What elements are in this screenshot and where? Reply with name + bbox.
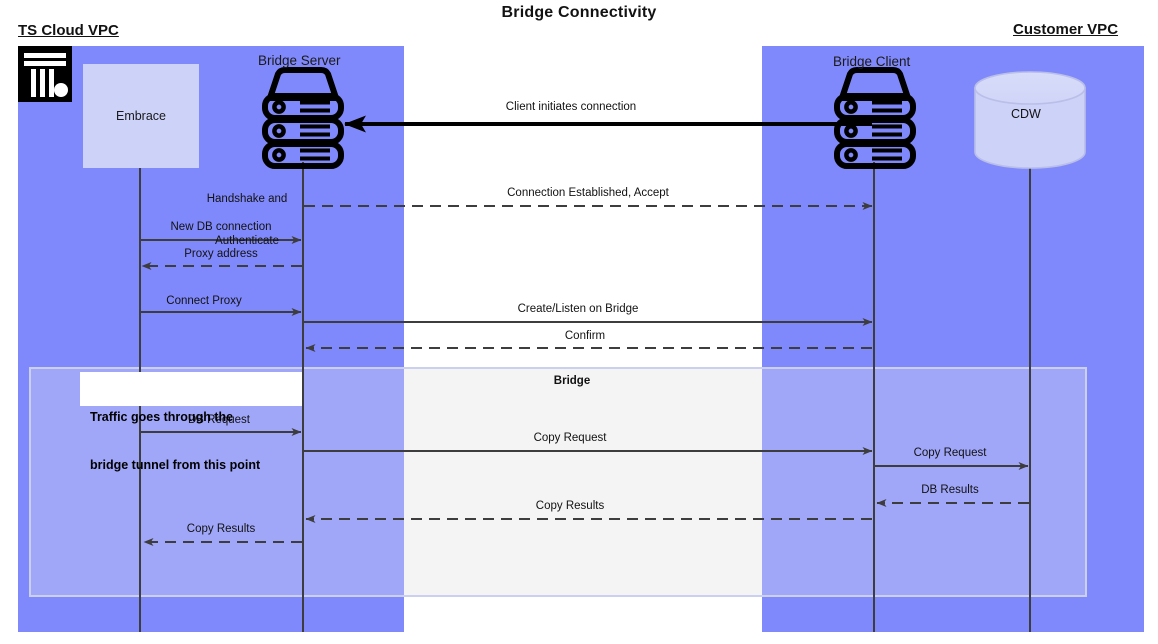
actor-bridge-server-icon xyxy=(262,67,344,169)
message-label-m1: Client initiates connection xyxy=(505,101,637,113)
actor-label-bridge-client: Bridge Client xyxy=(833,54,911,69)
ts-logo-icon xyxy=(18,46,72,102)
message-label-m2-line2: Authenticate xyxy=(215,235,279,247)
message-label-m14: Copy Results xyxy=(186,523,256,535)
note-tunnel-line2: bridge tunnel from this point xyxy=(90,458,261,472)
actor-cdw-icon xyxy=(974,71,1086,169)
message-label-m8: Confirm xyxy=(564,330,606,342)
actor-bridge-client-icon xyxy=(834,67,916,169)
message-label-m7: Create/Listen on Bridge xyxy=(517,303,639,315)
message-label-m5: Proxy address xyxy=(184,248,258,260)
message-label-m6: Connect Proxy xyxy=(166,295,242,307)
message-label-m2: Handshake and Authenticate xyxy=(207,164,288,276)
zone-title-ts-cloud-vpc: TS Cloud VPC xyxy=(18,22,119,39)
note-tunnel-line1: Traffic goes through the xyxy=(90,410,234,424)
note-tunnel: Traffic goes through the bridge tunnel f… xyxy=(80,372,302,472)
message-label-m2-line1: Handshake and xyxy=(206,193,288,205)
zone-title-customer-vpc: Customer VPC xyxy=(1013,21,1119,38)
actor-label-cdw: CDW xyxy=(1011,107,1041,121)
message-label-m4: New DB connection xyxy=(170,221,272,233)
actor-embrace xyxy=(83,64,199,168)
message-label-m13: Copy Results xyxy=(535,500,605,512)
actor-label-embrace: Embrace xyxy=(115,109,167,123)
message-label-m10: Copy Request xyxy=(533,432,607,444)
message-label-m9: DB Request xyxy=(187,414,251,426)
frame-label-bridge: Bridge xyxy=(553,375,591,387)
actor-label-bridge-server: Bridge Server xyxy=(258,53,341,68)
message-label-m3: Connection Established, Accept xyxy=(507,187,669,199)
bridge-frame xyxy=(29,367,1087,597)
message-label-m12: DB Results xyxy=(921,484,979,496)
page-title: Bridge Connectivity xyxy=(501,4,657,21)
message-label-m11: Copy Request xyxy=(913,447,987,459)
